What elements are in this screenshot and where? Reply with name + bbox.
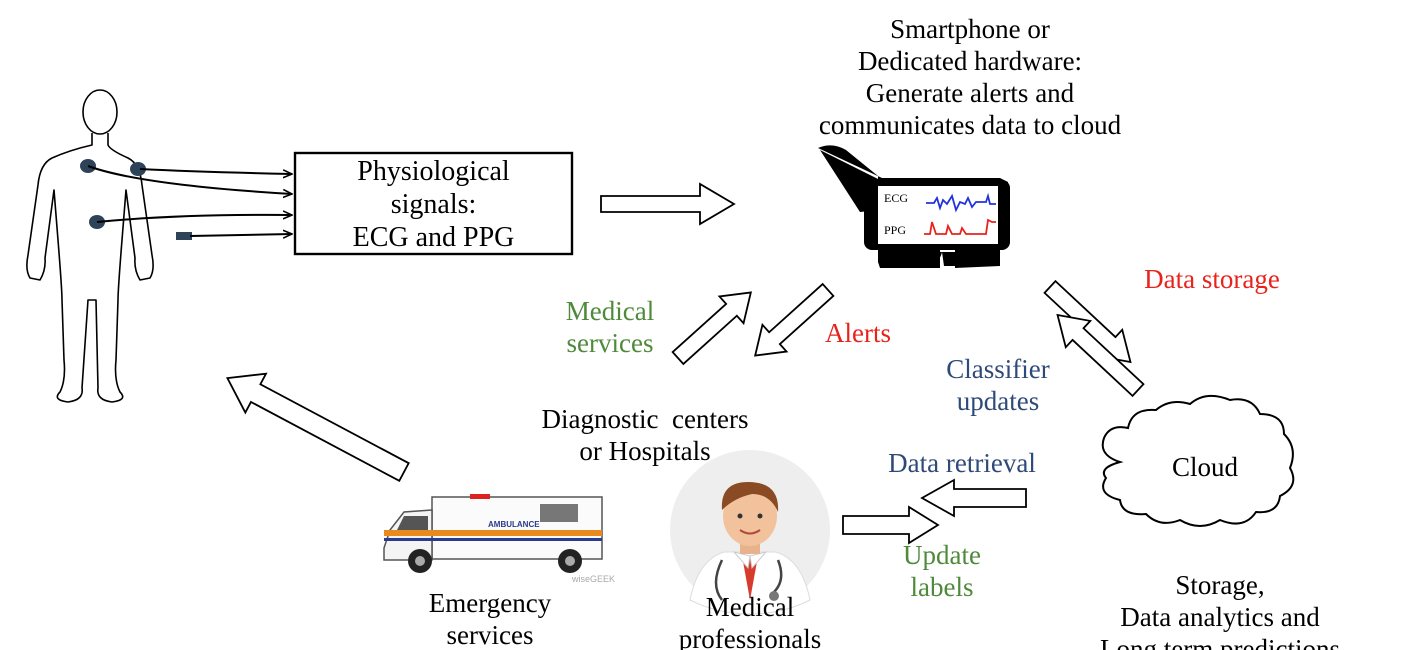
- arrow-emergency-to-body: [226, 372, 410, 483]
- arrow-data-retrieval: [920, 478, 1027, 518]
- data-retrieval-label: Data retrieval: [888, 448, 1036, 478]
- update-labels-line: Update: [903, 540, 981, 570]
- ambulance-icon: AMBULANCE wiseGEEK: [383, 494, 615, 584]
- sensor-dots: [80, 159, 192, 240]
- arrow-to-diagnostic: [671, 291, 753, 366]
- smartphone-hand-icon: [818, 145, 1010, 268]
- cloud-label: Cloud: [1171, 452, 1238, 482]
- cloud-caption-line: Long term predictions: [1100, 633, 1340, 650]
- medical-services-line: services: [566, 327, 654, 358]
- screen-ecg-label: ECG: [884, 191, 908, 205]
- physiological-line: signals:: [390, 189, 477, 221]
- doctor-icon: [670, 450, 830, 615]
- cloud-caption-line: Data analytics and: [1120, 601, 1320, 632]
- physiological-line: ECG and PPG: [352, 222, 515, 254]
- screen-ppg-label: PPG: [884, 223, 907, 237]
- classifier-updates-label: Classifier updates: [918, 354, 1078, 418]
- update-labels-label: Update labels: [882, 540, 1002, 604]
- medical-professionals-label: Medical professionals: [640, 592, 860, 650]
- smartphone-caption-line: Dedicated hardware:: [857, 45, 1083, 76]
- cloud-icon: [1101, 394, 1295, 527]
- cloud-caption: Storage, Data analytics and Long term pr…: [1050, 570, 1390, 650]
- arrow-update-labels: [842, 505, 940, 545]
- professionals-line: Medical: [705, 592, 795, 622]
- emergency-services-label: Emergency services: [390, 588, 590, 650]
- medical-services-label: Medical services: [540, 296, 680, 360]
- diagnostic-line: or Hospitals: [579, 435, 711, 466]
- physiological-signals-label: Physiological signals: ECG and PPG: [295, 155, 572, 254]
- update-labels-line: labels: [910, 571, 974, 602]
- ambulance-lettering: AMBULANCE: [488, 520, 540, 529]
- alerts-label: Alerts: [825, 318, 891, 348]
- smartphone-caption-line: communicates data to cloud: [818, 109, 1122, 140]
- signal-wires: [87, 165, 292, 236]
- human-body-icon: [26, 89, 154, 403]
- arrow-alerts: [753, 282, 835, 357]
- medical-services-line: Medical: [565, 296, 655, 326]
- smartphone-caption-line: Generate alerts and: [865, 77, 1075, 108]
- professionals-line: professionals: [678, 623, 822, 650]
- smartphone-caption: Smartphone or Dedicated hardware: Genera…: [800, 14, 1140, 141]
- data-storage-label: Data storage: [1144, 264, 1280, 294]
- watermark: wiseGEEK: [571, 574, 615, 584]
- arrow-signals-to-smartphone: [600, 182, 736, 226]
- classifier-updates-line: updates: [956, 385, 1040, 416]
- classifier-updates-line: Classifier: [946, 354, 1050, 384]
- emergency-line: Emergency: [428, 588, 552, 618]
- arrow-classifier-updates: [1056, 313, 1145, 398]
- diagnostic-centers-label: Diagnostic centers or Hospitals: [490, 404, 800, 468]
- diagnostic-line: Diagnostic centers: [541, 404, 749, 434]
- cloud-caption-line: Storage,: [1175, 570, 1265, 600]
- physiological-line: Physiological: [357, 156, 510, 187]
- physiological-signals-box: [293, 151, 574, 256]
- emergency-line: services: [446, 619, 534, 650]
- smartphone-caption-line: Smartphone or: [890, 14, 1050, 44]
